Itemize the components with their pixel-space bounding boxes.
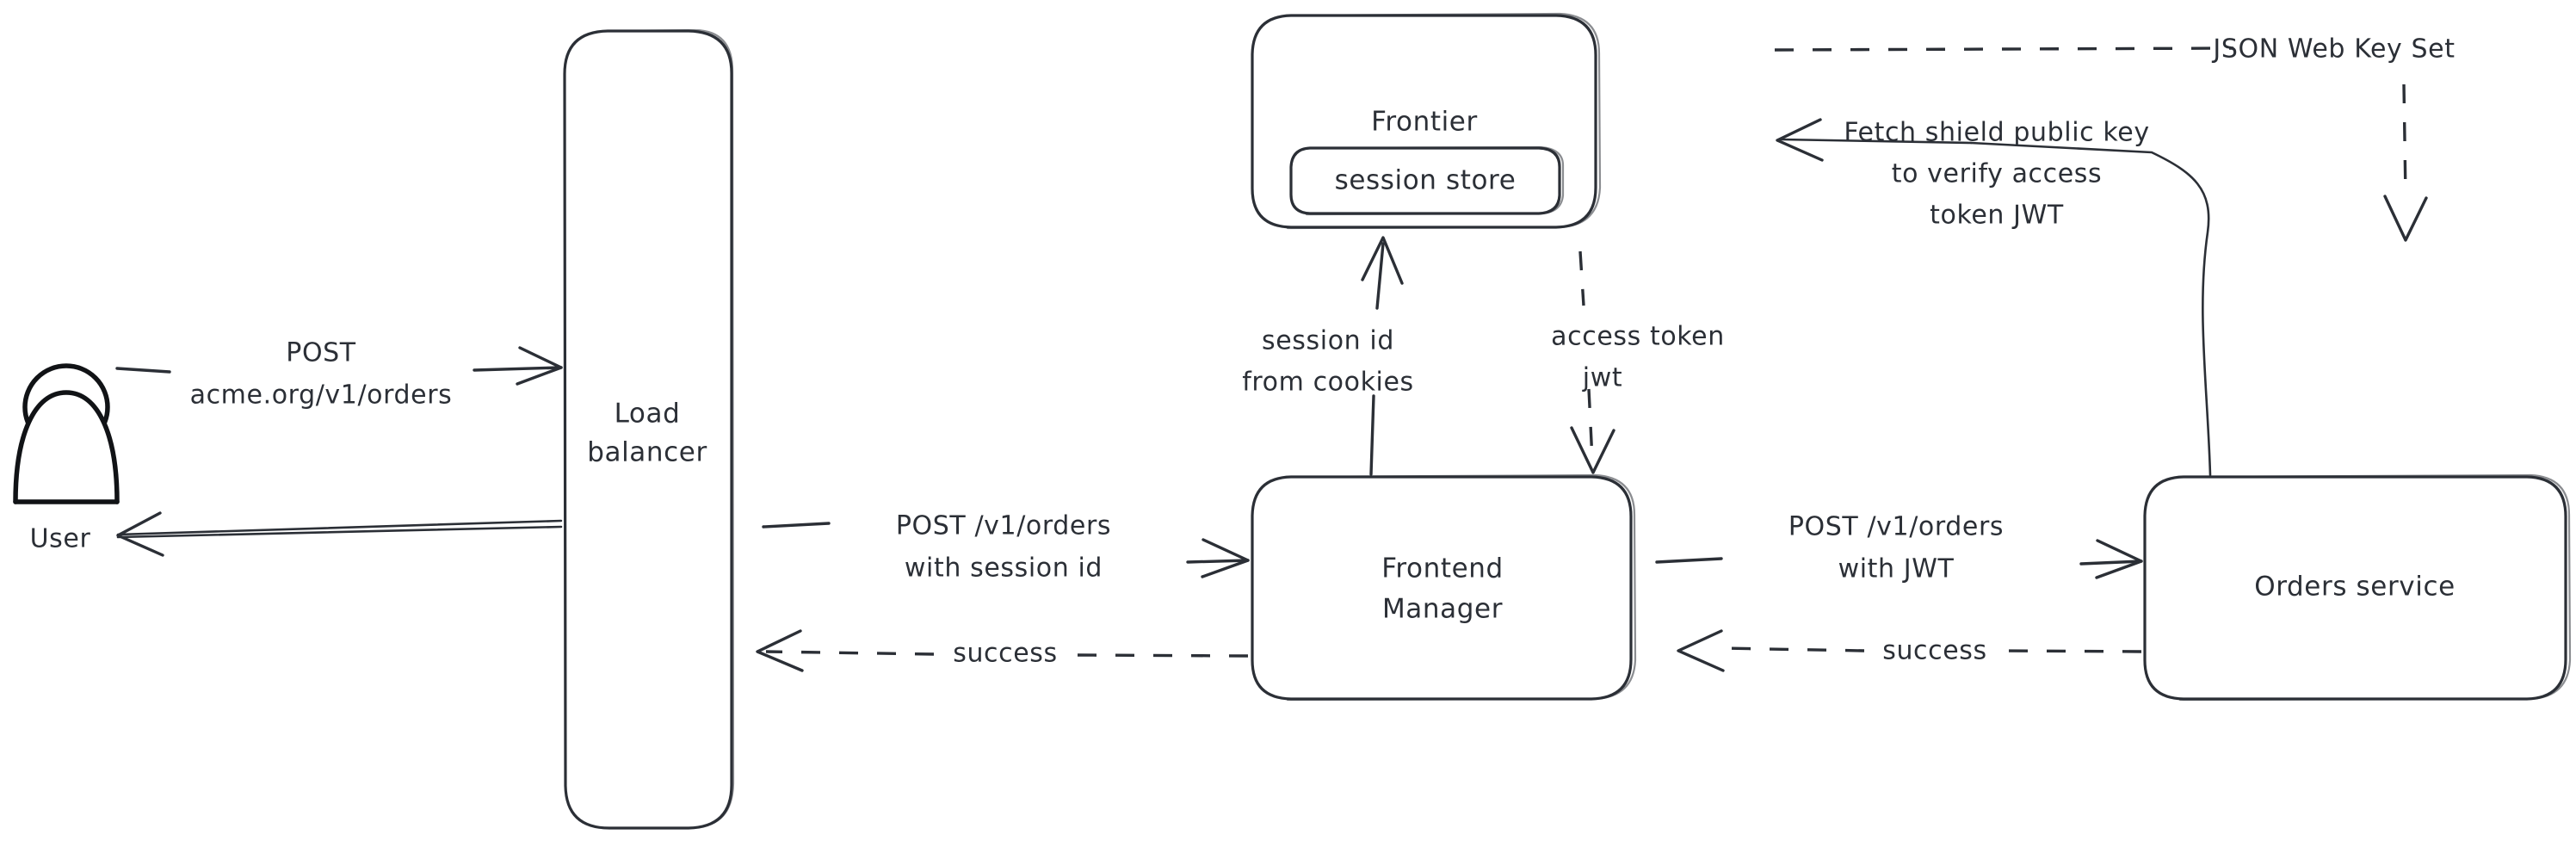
node-user-label: User [30, 524, 91, 554]
node-frontier[interactable]: Frontier session store [1251, 12, 1602, 230]
edge-frontier-to-frontend-manager-label-line1: access token [1551, 322, 1725, 352]
edge-frontend-manager-to-load-balancer: success [756, 629, 1249, 672]
node-frontend-manager-label-line2: Manager [1382, 594, 1503, 625]
edge-frontend-manager-to-frontier-label-line1: session id [1262, 326, 1394, 356]
edge-load-balancer-to-frontend-manager: POST /v1/orders with session id [762, 511, 1250, 584]
edge-user-to-load-balancer-label-line1: POST [286, 338, 356, 368]
edge-orders-service-to-frontier-label-line2: to verify access [1892, 159, 2103, 189]
node-user[interactable]: User [13, 363, 120, 554]
edge-frontend-manager-to-orders-service-label-line1: POST /v1/orders [1788, 512, 2004, 542]
edge-frontend-manager-to-orders-service: POST /v1/orders with JWT [1655, 512, 2143, 584]
node-load-balancer-label-line1: Load [615, 399, 681, 430]
node-load-balancer-label-line2: balancer [587, 437, 707, 468]
edge-frontend-manager-to-load-balancer-label: success [953, 639, 1058, 669]
edge-user-to-load-balancer-label-line2: acme.org/v1/orders [190, 380, 453, 411]
edge-orders-service-to-frontend-manager: success [1677, 629, 2142, 672]
node-frontend-manager-label-line1: Frontend [1381, 553, 1504, 584]
node-load-balancer[interactable]: Load balancer [563, 28, 735, 830]
node-orders-service[interactable]: Orders service [2143, 473, 2572, 702]
edge-orders-service-to-frontier-label-line3: token JWT [1930, 201, 2064, 231]
edge-frontend-manager-to-frontier-label-line2: from cookies [1242, 368, 1414, 398]
edge-orders-service-to-frontier-label-line1: Fetch shield public key [1844, 118, 2149, 148]
node-frontend-manager[interactable]: Frontend Manager [1251, 473, 1637, 702]
edge-frontier-to-orders-service-label: JSON Web Key Set [2211, 34, 2455, 65]
edge-frontier-to-orders-service: JSON Web Key Set [1774, 34, 2455, 242]
edge-load-balancer-to-user [116, 511, 563, 557]
edge-frontier-to-frontend-manager-label-line2: jwt [1582, 363, 1622, 393]
edge-load-balancer-to-frontend-manager-label-line1: POST /v1/orders [896, 511, 1111, 541]
node-session-store-label: session store [1335, 165, 1517, 196]
edge-frontier-to-frontend-manager: access token jwt [1551, 250, 1725, 474]
node-frontier-label: Frontier [1371, 107, 1478, 138]
edge-load-balancer-to-frontend-manager-label-line2: with session id [905, 553, 1103, 584]
user-actor-icon [13, 363, 120, 504]
edge-frontend-manager-to-frontier: session id from cookies [1242, 236, 1414, 476]
node-orders-service-label: Orders service [2254, 572, 2456, 603]
edge-user-to-load-balancer: POST acme.org/v1/orders [115, 338, 563, 411]
node-session-store[interactable]: session store [1289, 145, 1565, 216]
edge-orders-service-to-frontend-manager-label: success [1882, 636, 1987, 666]
edge-frontend-manager-to-orders-service-label-line2: with JWT [1838, 554, 1955, 584]
edge-orders-service-to-frontier: Fetch shield public key to verify access… [1776, 118, 2212, 477]
